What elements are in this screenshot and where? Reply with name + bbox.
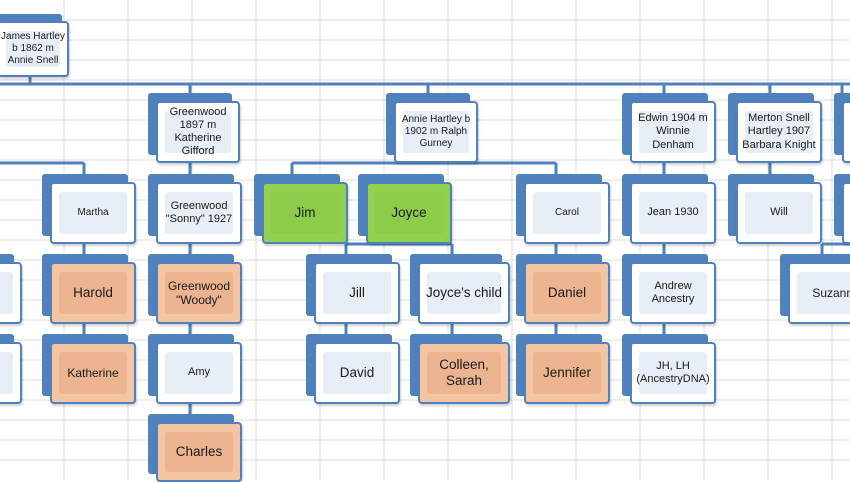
node-label: Carol: [555, 207, 579, 218]
node-label: Harold: [73, 284, 113, 300]
node-harold[interactable]: Harold: [42, 254, 136, 324]
node-andrew-ancestry[interactable]: Andrew Ancestry: [622, 254, 716, 324]
node-joyce[interactable]: Joyce: [358, 174, 452, 244]
node-daniel[interactable]: Daniel: [516, 254, 610, 324]
node-jennifer[interactable]: Jennifer: [516, 334, 610, 404]
node-martha[interactable]: Martha: [42, 174, 136, 244]
node-label: Joyce: [391, 204, 427, 220]
node-partial-gen1[interactable]: [834, 93, 850, 163]
node-label: Andrew Ancestry: [651, 279, 695, 305]
node-label: Amy: [188, 366, 210, 379]
node-james-hartley[interactable]: James Hartley b 1862 m Annie Snell: [0, 14, 69, 77]
node-jh-lh-ancestrydna[interactable]: JH, LH (AncestryDNA): [622, 334, 716, 404]
node-greenwood-1897[interactable]: Greenwood 1897 m Katherine Gifford: [148, 93, 240, 163]
node-suzanne[interactable]: Suzanne: [780, 254, 850, 324]
node-annie-hartley[interactable]: Annie Hartley b 1902 m Ralph Gurney: [386, 93, 478, 163]
node-label: JH, LH (AncestryDNA): [636, 359, 710, 385]
node-will[interactable]: Will: [728, 174, 822, 244]
node-katherine[interactable]: Katherine: [42, 334, 136, 404]
node-joyces-child[interactable]: Joyce's child: [410, 254, 510, 324]
node-jill[interactable]: Jill: [306, 254, 400, 324]
node-amy[interactable]: Amy: [148, 334, 242, 404]
node-label: Jim: [294, 204, 316, 220]
node-label: Jill: [349, 284, 365, 300]
node-merton-snell[interactable]: Merton Snell Hartley 1907 Barbara Knight: [728, 93, 822, 163]
node-label: Greenwood "Woody": [167, 278, 231, 307]
node-partial-left-gen4[interactable]: [0, 334, 22, 404]
node-label: Jennifer: [542, 364, 592, 380]
node-label: Charles: [175, 443, 223, 459]
node-label: James Hartley b 1862 m Annie Snell: [1, 31, 65, 66]
node-edwin-1904[interactable]: Edwin 1904 m Winnie Denham: [622, 93, 716, 163]
node-label: David: [339, 364, 375, 380]
node-partial-left-gen3[interactable]: [0, 254, 22, 324]
node-label: Katherine: [67, 365, 119, 380]
node-label: Daniel: [547, 284, 587, 300]
node-carol[interactable]: Carol: [516, 174, 610, 244]
node-greenwood-sonny[interactable]: Greenwood "Sonny" 1927: [148, 174, 242, 244]
node-charles[interactable]: Charles: [148, 414, 242, 482]
node-label: Greenwood 1897 m Katherine Gifford: [169, 105, 227, 158]
node-jim[interactable]: Jim: [254, 174, 348, 244]
node-david[interactable]: David: [306, 334, 400, 404]
node-label: Jean 1930: [647, 206, 699, 219]
node-label: Edwin 1904 m Winnie Denham: [638, 112, 708, 151]
node-label: Joyce's child: [425, 284, 503, 300]
node-label: Greenwood "Sonny" 1927: [165, 199, 233, 225]
node-label: Colleen, Sarah: [439, 356, 489, 388]
node-colleen-sarah[interactable]: Colleen, Sarah: [410, 334, 510, 404]
node-label: Annie Hartley b 1902 m Ralph Gurney: [401, 114, 471, 149]
node-partial-gen2[interactable]: [834, 174, 850, 244]
node-label: Martha: [77, 207, 109, 218]
node-jean-1930[interactable]: Jean 1930: [622, 174, 716, 244]
node-greenwood-woody[interactable]: Greenwood "Woody": [148, 254, 242, 324]
node-label: Will: [770, 206, 788, 219]
node-label: Merton Snell Hartley 1907 Barbara Knight: [742, 112, 816, 151]
node-label: Suzanne: [812, 285, 850, 300]
